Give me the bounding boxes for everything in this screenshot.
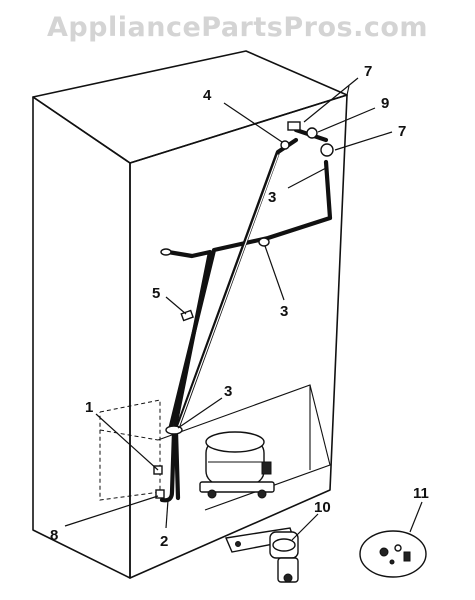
leader-11 <box>409 501 423 533</box>
hardware-kit-outline <box>359 530 427 578</box>
leader-7-right <box>334 131 393 151</box>
leader-7-top <box>303 77 359 123</box>
leader-3-upper <box>287 167 327 189</box>
watermark: AppliancePartsPros.com <box>46 12 429 43</box>
callout-10: 10 <box>314 499 331 516</box>
relay-overload-assembly <box>225 527 299 583</box>
leader-2 <box>165 499 169 529</box>
evaporator-joint <box>320 143 334 157</box>
leader-9 <box>317 107 376 133</box>
compartment-hidden-edge-2 <box>99 429 159 441</box>
screw <box>389 559 395 565</box>
suction-line-highlight <box>177 154 279 429</box>
drier-fitting-lower <box>155 489 165 499</box>
tube-end-fitting <box>160 248 172 256</box>
callout-5: 5 <box>152 285 160 302</box>
callout-7-top: 7 <box>364 63 372 80</box>
compressor-base <box>199 481 275 493</box>
hardware-kit <box>359 530 427 578</box>
cabinet-back-edge <box>346 85 350 96</box>
cabinet-top <box>32 50 348 164</box>
bracket-hole <box>235 541 241 547</box>
compressor-foot-right <box>257 489 267 499</box>
callout-2: 2 <box>160 533 168 550</box>
discharge-loop <box>159 429 177 503</box>
leader-4 <box>223 102 283 143</box>
leader-lines <box>64 77 423 541</box>
callout-labels: 7 4 9 7 3 3 5 3 1 8 2 10 11 <box>50 63 429 550</box>
suction-line <box>173 137 299 435</box>
cabinet-side-panel <box>32 96 131 579</box>
callout-7-right: 7 <box>398 123 406 140</box>
clip <box>403 551 411 562</box>
washer <box>394 544 402 552</box>
relay-terminal <box>283 573 293 583</box>
callout-3-upper: 3 <box>268 189 276 206</box>
evaporator-union <box>306 127 318 139</box>
callout-8: 8 <box>50 527 58 544</box>
grommet <box>379 547 389 557</box>
callout-3-lower: 3 <box>224 383 232 400</box>
overload-cap <box>272 538 296 552</box>
evaporator-coupling <box>287 121 301 131</box>
leader-3-lower <box>177 397 223 429</box>
suction-fitting <box>280 140 290 150</box>
callout-1: 1 <box>85 399 93 416</box>
capillary-tube <box>167 159 333 433</box>
callout-4: 4 <box>203 87 212 104</box>
compressor-foot-left <box>207 489 217 499</box>
callout-11: 11 <box>413 485 429 502</box>
process-tube <box>173 429 181 501</box>
compressor-dome <box>205 431 265 453</box>
heat-exchanger-clamp <box>258 237 270 247</box>
leader-1 <box>95 413 159 471</box>
callout-3-middle: 3 <box>280 303 288 320</box>
leader-8 <box>64 495 159 527</box>
drier-line <box>165 249 213 435</box>
callout-9: 9 <box>381 95 389 112</box>
leader-10 <box>291 513 319 541</box>
leader-5 <box>165 296 187 315</box>
refrigerator-cabinet <box>32 50 350 579</box>
compressor <box>199 431 275 499</box>
leader-3-middle <box>264 245 285 301</box>
compressor-terminal-box <box>261 461 272 475</box>
